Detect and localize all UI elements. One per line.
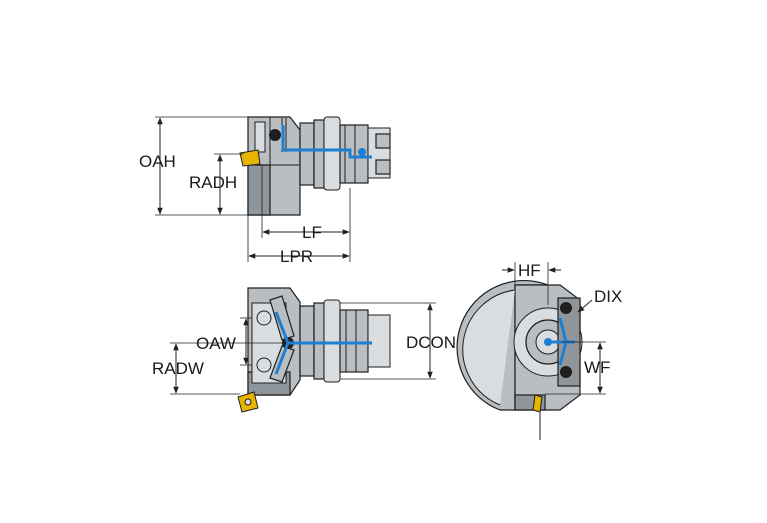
dix-label: DIX <box>594 287 622 306</box>
radh-label: RADH <box>189 173 237 192</box>
oah-label: OAH <box>139 152 176 171</box>
top-view-bottom <box>237 287 391 413</box>
lf-label: LF <box>302 223 322 242</box>
dcon-label: DCON <box>406 333 456 352</box>
side-view-top <box>239 116 391 216</box>
lpr-label: LPR <box>280 247 313 266</box>
hf-label: HF <box>518 261 541 280</box>
oaw-label: OAW <box>196 334 236 353</box>
radw-label: RADW <box>152 359 204 378</box>
end-view-right <box>456 280 583 440</box>
wf-label: WF <box>584 358 610 377</box>
